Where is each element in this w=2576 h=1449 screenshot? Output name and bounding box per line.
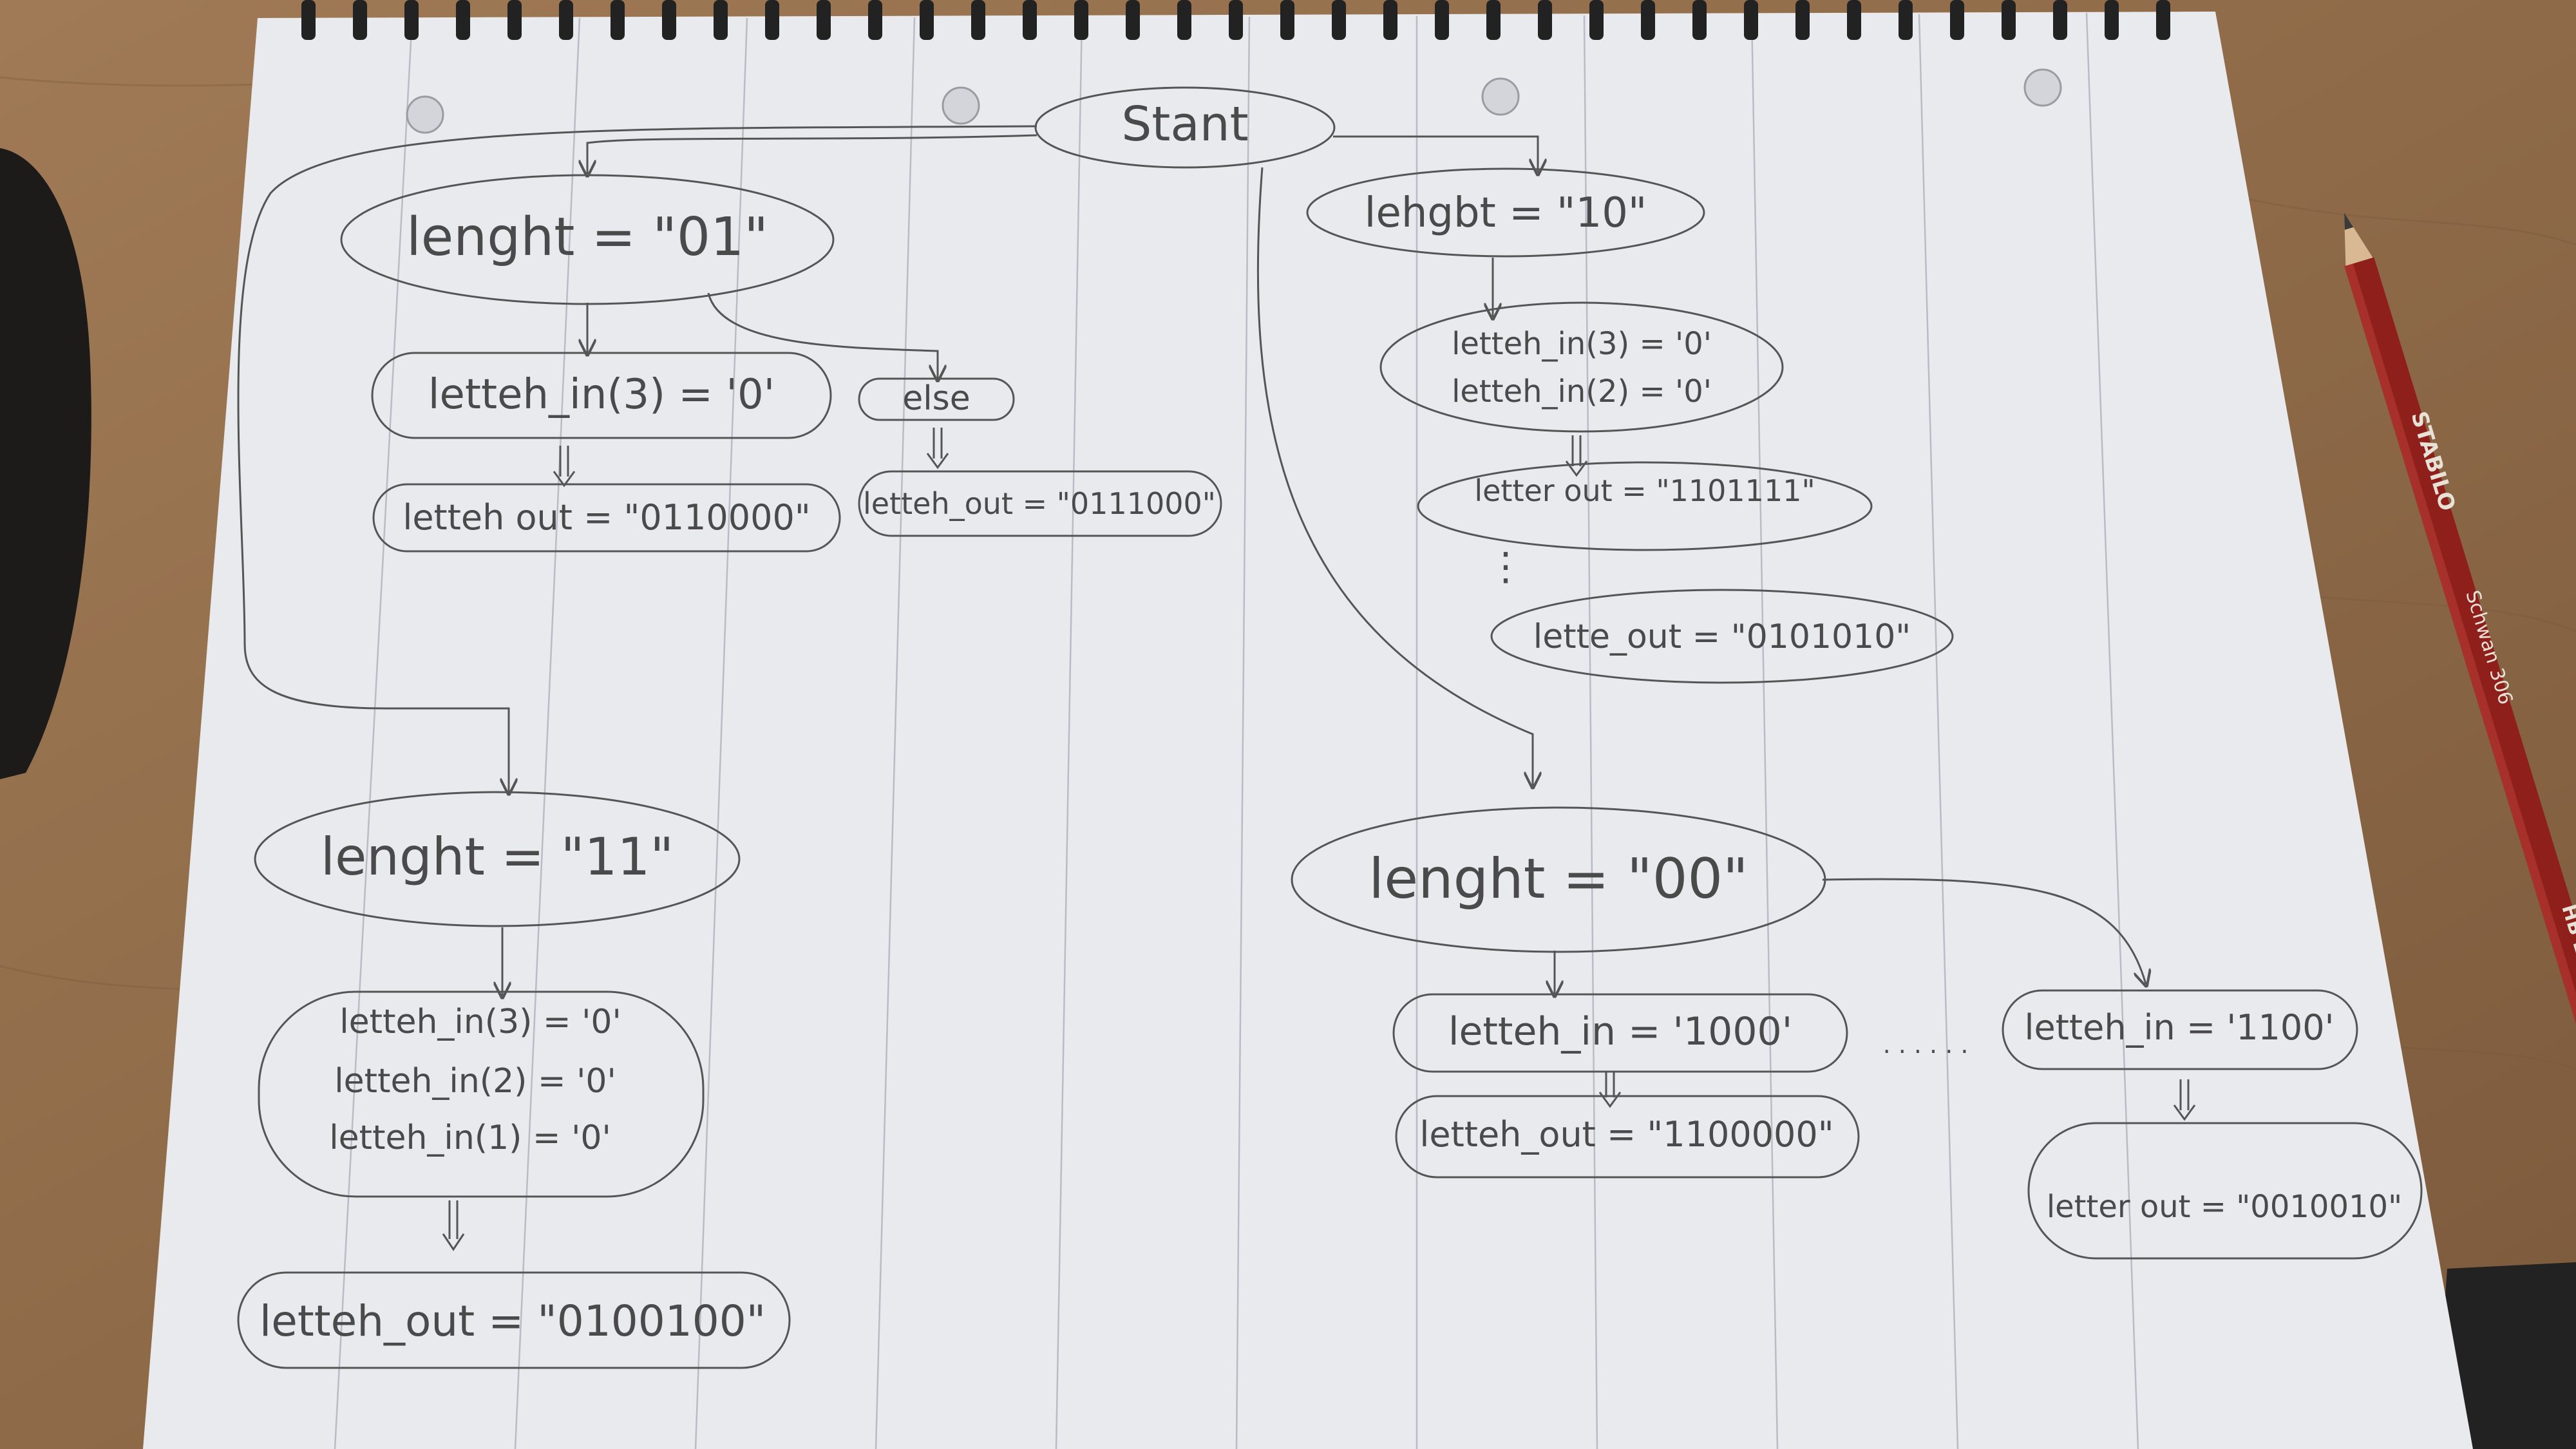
notebook-page xyxy=(143,12,2473,1449)
node-len11-cond3: letteh_in(1) = '0' xyxy=(329,1119,611,1157)
node-len01-else-out: letteh_out = "0111000" xyxy=(863,486,1216,521)
implication-arrows xyxy=(442,428,2196,1251)
node-len01-else: else xyxy=(902,379,971,418)
node-len00-out-a: letteh_out = "1100000" xyxy=(1419,1114,1833,1155)
node-len00-dots: · · · · · · xyxy=(1883,1037,1969,1066)
ruled-lines xyxy=(334,12,2139,1449)
node-len11-cond2: letteh_in(2) = '0' xyxy=(334,1062,616,1101)
node-len01-out: letteh out = "0110000" xyxy=(402,497,810,538)
punch-holes xyxy=(406,68,2062,134)
node-len10: lehgbt = "10" xyxy=(1365,189,1647,237)
spiral-binding xyxy=(301,0,2170,40)
phone-object xyxy=(0,148,91,779)
node-len11-out: letteh_out = "0100100" xyxy=(260,1296,766,1346)
node-len00: lenght = "00" xyxy=(1368,847,1748,911)
node-outlines xyxy=(237,86,2423,1369)
node-len10-cond1: letteh_in(3) = '0' xyxy=(1452,326,1712,362)
node-len01: lenght = "01" xyxy=(406,207,768,268)
node-len10-out1: letter out = "1101111" xyxy=(1474,473,1815,508)
node-len10-out2: lette_out = "0101010" xyxy=(1533,618,1911,656)
dark-object xyxy=(2434,1262,2576,1449)
node-len01-cond: letteh_in(3) = '0' xyxy=(428,371,775,419)
start-node: Stant xyxy=(1121,97,1248,152)
connectors xyxy=(237,125,2146,996)
node-len11: lenght = "11" xyxy=(321,827,674,887)
node-len00-cond-a: letteh_in = '1000' xyxy=(1448,1009,1792,1054)
node-len11-cond1: letteh_in(3) = '0' xyxy=(339,1003,621,1041)
node-len10-cond2: letteh_in(2) = '0' xyxy=(1452,374,1712,410)
node-len10-dots: ⋮ xyxy=(1486,544,1525,589)
node-len00-out-b: letter out = "0010010" xyxy=(2047,1189,2402,1225)
node-len00-cond-b: letteh_in = '1100' xyxy=(2025,1007,2334,1048)
